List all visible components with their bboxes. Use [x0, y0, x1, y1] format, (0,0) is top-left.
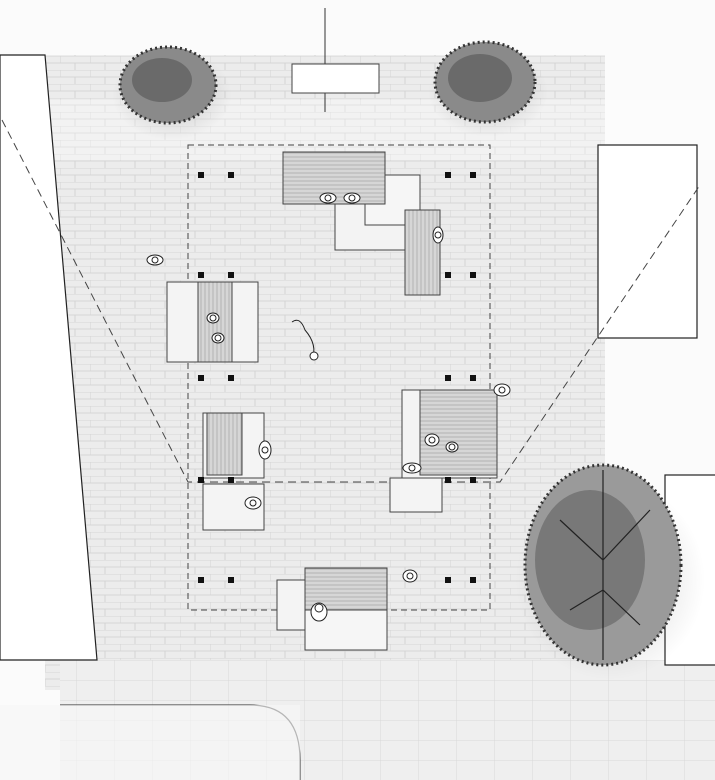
person-icon — [402, 569, 418, 583]
tree-icon — [428, 40, 548, 137]
sight-lines — [1, 119, 701, 483]
building-right-top — [597, 144, 698, 339]
platforms — [166, 151, 498, 651]
person-icon — [493, 383, 511, 397]
person-icon — [424, 433, 440, 447]
canopy-outline — [187, 144, 491, 611]
person-icon — [211, 332, 225, 344]
person-icon — [310, 602, 328, 622]
person-icon — [206, 312, 220, 324]
bollards — [198, 172, 476, 583]
tree-icon — [515, 463, 705, 680]
person-icon — [258, 440, 272, 460]
person-icon — [343, 192, 361, 204]
person-icon — [319, 192, 337, 204]
person-icon — [445, 441, 459, 453]
person-icon — [432, 226, 444, 244]
person-icon — [291, 319, 319, 361]
entry-mat — [291, 63, 380, 94]
person-icon — [402, 462, 422, 474]
person-icon — [244, 496, 262, 510]
people — [146, 192, 511, 622]
person-icon — [146, 254, 164, 266]
building-left — [0, 54, 98, 661]
tree-icon — [112, 45, 232, 140]
